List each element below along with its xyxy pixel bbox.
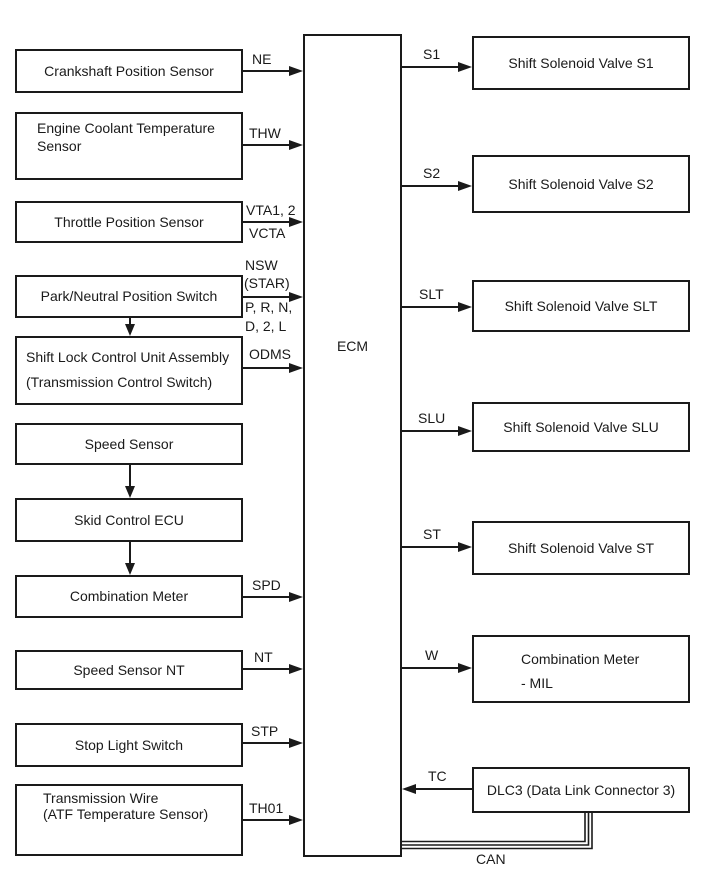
stp-connector: [242, 738, 303, 748]
node-label-line2: - MIL: [521, 675, 553, 691]
node-shift-lock-control-unit-assembly: Shift Lock Control Unit Assembly (Transm…: [15, 336, 243, 405]
node-label: Combination Meter: [69, 588, 189, 604]
th01-connector: [242, 815, 303, 825]
node-label: Skid Control ECU: [74, 511, 184, 528]
spd-connector: [242, 592, 303, 602]
signal-st: ST: [423, 526, 441, 542]
signal-can: CAN: [476, 851, 506, 867]
node-label: Shift Solenoid Valve ST: [507, 539, 655, 556]
node-throttle-position-sensor: Throttle Position Sensor: [15, 201, 243, 243]
node-ecm: [303, 34, 402, 857]
signal-w: W: [425, 647, 439, 663]
skid-to-combi-arrow: [125, 542, 135, 575]
signal-odms: ODMS: [249, 346, 291, 362]
node-label-line2: (Transmission Control Switch): [26, 374, 213, 390]
node-label: Shift Solenoid Valve SLT: [504, 297, 658, 314]
node-label-line1: Shift Lock Control Unit Assembly: [26, 349, 230, 365]
node-label: Shift Solenoid Valve S2: [508, 175, 654, 192]
slt-connector: [402, 302, 472, 312]
signal-s1: S1: [423, 46, 441, 62]
node-stop-light-switch: Stop Light Switch: [15, 723, 243, 767]
node-shift-solenoid-valve-slt: Shift Solenoid Valve SLT: [472, 280, 690, 332]
node-shift-solenoid-valve-s1: Shift Solenoid Valve S1: [472, 36, 690, 90]
node-skid-control-ecu: Skid Control ECU: [15, 498, 243, 542]
node-combination-meter: Combination Meter: [15, 575, 243, 618]
signal-star: (STAR): [244, 275, 290, 291]
node-label: Speed Sensor NT: [73, 661, 185, 678]
node-shift-solenoid-valve-s2: Shift Solenoid Valve S2: [472, 155, 690, 213]
vta-connector: [242, 217, 303, 227]
tc-connector: [402, 784, 472, 794]
signal-th01: TH01: [249, 800, 284, 816]
signal-slu: SLU: [418, 410, 446, 426]
w-connector: [402, 663, 472, 673]
node-dlc3: DLC3 (Data Link Connector 3): [472, 767, 690, 813]
node-label: Shift Solenoid Valve S1: [508, 54, 654, 71]
nt-connector: [242, 664, 303, 674]
node-speed-sensor-nt: Speed Sensor NT: [15, 650, 243, 690]
odms-connector: [242, 363, 303, 373]
node-label-line2: (ATF Temperature Sensor): [43, 806, 209, 822]
signal-spd: SPD: [252, 577, 281, 593]
node-speed-sensor: Speed Sensor: [15, 423, 243, 465]
signal-stp: STP: [251, 723, 279, 739]
can-bus-lines: [402, 813, 593, 850]
node-crankshaft-position-sensor: Crankshaft Position Sensor: [15, 49, 243, 93]
node-transmission-wire: Transmission Wire (ATF Temperature Senso…: [15, 784, 243, 856]
speed-to-skid-arrow: [125, 465, 135, 498]
signal-nt: NT: [254, 649, 273, 665]
signal-s2: S2: [423, 165, 441, 181]
signal-vta1-2: VTA1, 2: [246, 202, 296, 218]
node-shift-solenoid-valve-slu: Shift Solenoid Valve SLU: [472, 402, 690, 452]
node-label-line2: Sensor: [37, 138, 82, 154]
signal-d-2-l: D, 2, L: [245, 318, 287, 334]
node-label: Speed Sensor: [84, 435, 174, 452]
signal-ne: NE: [252, 51, 272, 67]
node-shift-solenoid-valve-st: Shift Solenoid Valve ST: [472, 521, 690, 575]
node-label: Park/Neutral Position Switch: [40, 288, 218, 304]
node-label: Crankshaft Position Sensor: [44, 62, 214, 79]
node-park-neutral-position-switch: Park/Neutral Position Switch: [15, 275, 243, 318]
ne-connector: [242, 66, 303, 76]
node-label: Shift Solenoid Valve SLU: [503, 418, 659, 435]
node-label: DLC3 (Data Link Connector 3): [486, 781, 676, 798]
signal-p-r-n: P, R, N,: [245, 299, 293, 315]
signal-vcta: VCTA: [249, 225, 286, 241]
signal-nsw: NSW: [245, 257, 278, 273]
node-label-line1: Combination Meter: [521, 651, 640, 667]
slu-connector: [402, 426, 472, 436]
signal-tc: TC: [428, 768, 447, 784]
ecm-label: ECM: [336, 338, 369, 354]
node-label: Throttle Position Sensor: [54, 213, 204, 230]
node-label: Stop Light Switch: [74, 736, 184, 753]
node-engine-coolant-temperature-sensor: Engine Coolant Temperature Sensor: [15, 112, 243, 180]
node-label-line1: Engine Coolant Temperature: [37, 120, 215, 136]
thw-connector: [242, 140, 303, 150]
nsw-connector: [242, 292, 303, 302]
signal-slt: SLT: [419, 286, 444, 302]
pnp-to-shiftlock-arrow: [125, 318, 135, 336]
signal-thw: THW: [249, 125, 281, 141]
s1-connector: [402, 62, 472, 72]
node-label-line1: Transmission Wire: [43, 790, 159, 806]
node-combination-meter-mil: Combination Meter - MIL: [472, 635, 690, 703]
s2-connector: [402, 181, 472, 191]
st-connector: [402, 542, 472, 552]
